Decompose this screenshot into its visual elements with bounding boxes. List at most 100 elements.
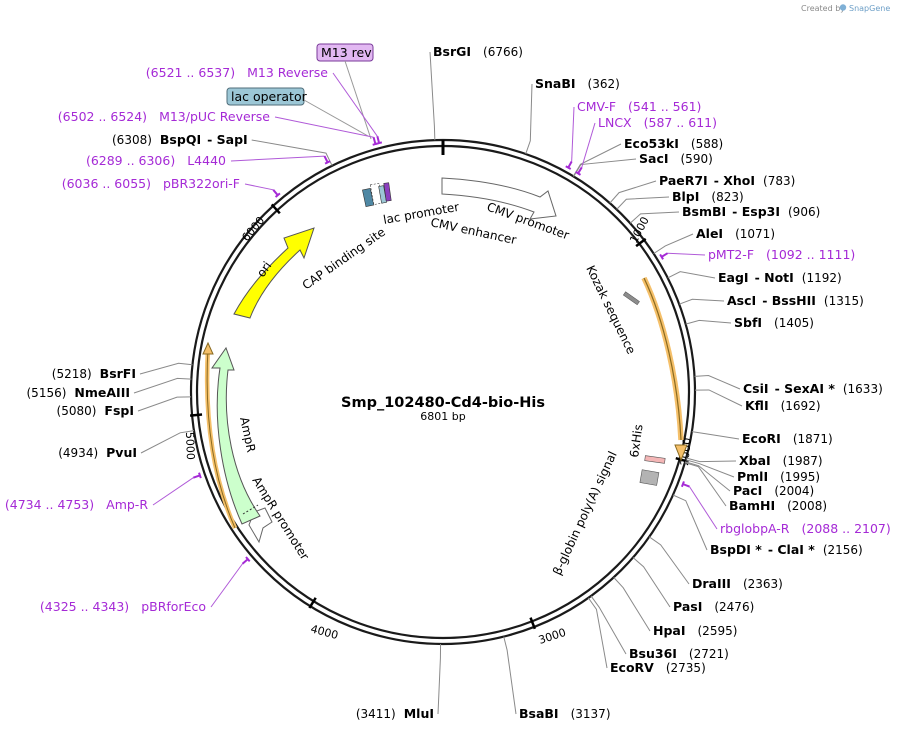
m13-rev-callout[interactable]: M13 rev	[316, 43, 374, 140]
primer-range: (6521 .. 6537)	[146, 65, 235, 80]
site-sbfi[interactable]: SbfI(1405)	[685, 315, 814, 330]
site-position: (1633)	[843, 382, 883, 396]
site-draiii[interactable]: DraIII(2363)	[648, 536, 783, 591]
polya-signal-label: β-globin poly(A) signal	[550, 449, 620, 577]
primer-cmv-f[interactable]: CMV-F(541 .. 561)	[565, 99, 702, 170]
primer-pbr322ori-f[interactable]: pBR322ori-F (6036 .. 6055)	[62, 176, 281, 198]
site-name: PmlI	[737, 469, 768, 484]
site-csii-sexai[interactable]: CsiI- SexAI *(1633)	[694, 374, 883, 396]
his-tag-label: 6xHis	[627, 423, 646, 458]
site-mlui[interactable]: MluI(3411)	[356, 643, 442, 721]
site-alei[interactable]: AleI(1071)	[653, 226, 775, 255]
site-position: (783)	[763, 174, 795, 188]
site-saci[interactable]: SacI(590)	[573, 151, 713, 177]
site-position: (1405)	[774, 316, 814, 330]
site-position: (2476)	[714, 600, 754, 614]
site-position: (5218)	[52, 367, 92, 381]
primer-range: (6036 .. 6055)	[62, 176, 151, 191]
site-snabi[interactable]: SnaBI(362)	[525, 76, 620, 155]
tick-5000: 5000	[183, 413, 203, 460]
primer-pbrforeco[interactable]: pBRforEco(4325 .. 4343)	[40, 556, 251, 614]
site-paci[interactable]: PacI(2004)	[685, 461, 814, 498]
orf-arrow-outline	[643, 277, 682, 441]
site-name: SacI	[639, 151, 669, 166]
site-name: AscI	[727, 293, 756, 308]
orf-arrow[interactable]	[641, 276, 684, 441]
primer-l4440[interactable]: L4440(6289 .. 6306)	[86, 153, 331, 168]
site-name: NmeAIII	[74, 385, 130, 400]
plasmid-name: Smp_102480-Cd4-bio-His	[341, 395, 545, 411]
site-bsrgi[interactable]: BsrGI(6766)	[429, 44, 523, 141]
cap-binding-site-box[interactable]	[362, 187, 375, 207]
site-hpai[interactable]: HpaI(2595)	[613, 577, 738, 638]
lac-operator-leader	[303, 99, 369, 137]
tick-6000: 6000	[239, 203, 281, 244]
site-name: BspQI	[160, 132, 201, 147]
site-name: AleI	[696, 226, 723, 241]
site-name: PacI	[733, 483, 762, 498]
primer-name: pBRforEco	[141, 599, 206, 614]
primer-name: pBR322ori-F	[163, 176, 240, 191]
site-position: (1192)	[802, 271, 842, 285]
tick-label-4000: 4000	[309, 622, 339, 642]
site-position: (906)	[788, 205, 820, 219]
site-nmeaiii[interactable]: NmeAIII (5156)	[27, 377, 192, 400]
polya-signal-box[interactable]	[639, 469, 660, 486]
site-kfli[interactable]: KflI(1692)	[694, 389, 821, 413]
site-name: BsmBI	[682, 204, 726, 219]
site-position: (2008)	[787, 499, 827, 513]
primer-name: M13/pUC Reverse	[159, 109, 270, 124]
site-name: XbaI	[739, 453, 771, 468]
primer-m13-puc-reverse[interactable]: M13/pUC Reverse(6502 .. 6524)	[58, 109, 379, 146]
primer-range: (2088 .. 2107)	[801, 521, 890, 536]
site-bsabi[interactable]: BsaBI(3137)	[503, 636, 611, 721]
site-position: (5080)	[57, 404, 97, 418]
site-paer7i-xhoi[interactable]: PaeR7I- XhoI(783)	[609, 173, 796, 204]
site-bsu36i[interactable]: Bsu36I(2721)	[590, 595, 729, 661]
kozak-sequence-label: Kozak sequence	[583, 263, 638, 356]
his-tag-box[interactable]	[644, 455, 666, 464]
site-bamhi[interactable]: BamHI(2008)	[684, 462, 827, 513]
primer-name: LNCX	[598, 115, 632, 130]
cmv-enhancer-arrow[interactable]	[441, 177, 557, 220]
site-asci-bsshii[interactable]: AscI- BssHII(1315)	[679, 293, 864, 308]
site-name: BlpI	[672, 189, 699, 204]
primer-pmt2-f[interactable]: pMT2-F(1092 .. 1111)	[659, 247, 855, 262]
ampr-arrow[interactable]	[211, 346, 261, 525]
site-name: DraIII	[692, 576, 731, 591]
site-name-2: - Esp3I	[732, 204, 780, 219]
primer-amp-r[interactable]: Amp-R(4734 .. 4753)	[5, 472, 202, 512]
site-name-2: - SapI	[207, 132, 248, 147]
tick-label-5000: 5000	[183, 432, 197, 460]
ori-arrow[interactable]	[233, 227, 315, 319]
site-eagi-noti[interactable]: EagI- NotI(1192)	[667, 270, 842, 285]
m13-rev-marker[interactable]	[383, 182, 392, 202]
primer-m13-reverse[interactable]: M13 Reverse(6521 .. 6537)	[146, 65, 383, 145]
site-pmli[interactable]: PmlI(1995)	[685, 459, 820, 484]
site-position: (588)	[691, 137, 723, 151]
site-position: (1692)	[781, 399, 821, 413]
site-pvui[interactable]: PvuI(4934)	[58, 430, 195, 460]
site-ecorv[interactable]: EcoRV(2735)	[587, 597, 706, 675]
site-xbai[interactable]: XbaI(1987)	[686, 453, 823, 468]
site-blpi[interactable]: BlpI(823)	[616, 189, 744, 210]
site-name: PaeR7I	[659, 173, 708, 188]
primer-lncx[interactable]: LNCX(587 .. 611)	[575, 115, 717, 176]
credit-brand: SnapGene	[849, 4, 890, 13]
site-position: (2721)	[689, 647, 729, 661]
site-bsmbi-esp3i[interactable]: BsmBI - Esp3I (906)	[629, 204, 820, 224]
site-bspqi-sapi[interactable]: BspQI - SapI (6308)	[112, 132, 333, 166]
site-bsrfi[interactable]: BsrFI(5218)	[52, 362, 193, 381]
orf-arrowhead	[674, 444, 688, 462]
cap-binding-site-label: CAP binding site	[300, 225, 388, 293]
site-fspi[interactable]: FspI(5080)	[57, 396, 192, 418]
site-position: (6308)	[112, 133, 152, 147]
site-position: (1871)	[793, 432, 833, 446]
site-pasi[interactable]: PasI(2476)	[632, 557, 754, 614]
primer-rbglobpa-r[interactable]: rbglobpA-R(2088 .. 2107)	[680, 481, 891, 536]
site-ecori[interactable]: EcoRI(1871)	[691, 431, 833, 446]
site-position: (5156)	[27, 386, 67, 400]
lac-operator-callout[interactable]: lac operator	[226, 87, 369, 137]
kozak-sequence-box[interactable]	[622, 291, 640, 306]
site-bspdi-clai[interactable]: BspDI *- ClaI *(2156)	[672, 494, 863, 557]
